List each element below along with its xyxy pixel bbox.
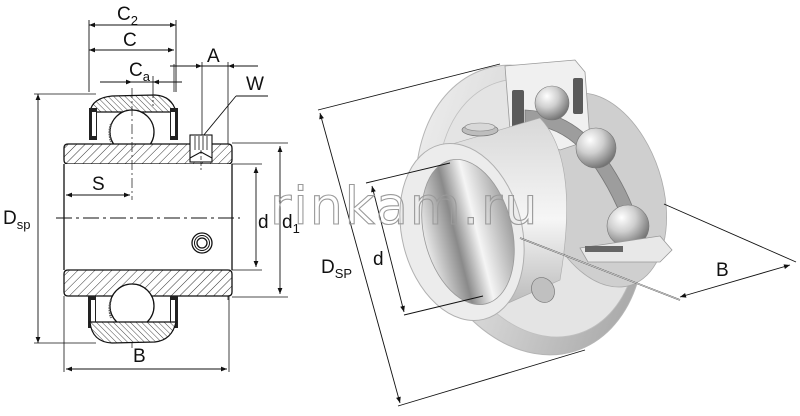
render-label-b: B (716, 260, 729, 281)
label-c2: C2 (117, 4, 138, 28)
label-c: C (123, 30, 137, 51)
label-d: d (258, 212, 269, 233)
section-view: C2 C A Ca W Dsp (3, 4, 300, 372)
render-label-dsp: DSP (321, 257, 352, 281)
watermark: rinkam.ru (270, 177, 539, 237)
render-view: DSP d B (317, 59, 797, 407)
label-d1: d1 (282, 212, 300, 236)
label-s: S (92, 174, 105, 195)
label-b: B (133, 346, 146, 367)
render-label-d: d (373, 249, 384, 270)
label-ca: Ca (129, 60, 151, 84)
label-w: W (246, 74, 264, 95)
label-dsp: Dsp (3, 208, 30, 232)
label-a: A (207, 46, 220, 67)
